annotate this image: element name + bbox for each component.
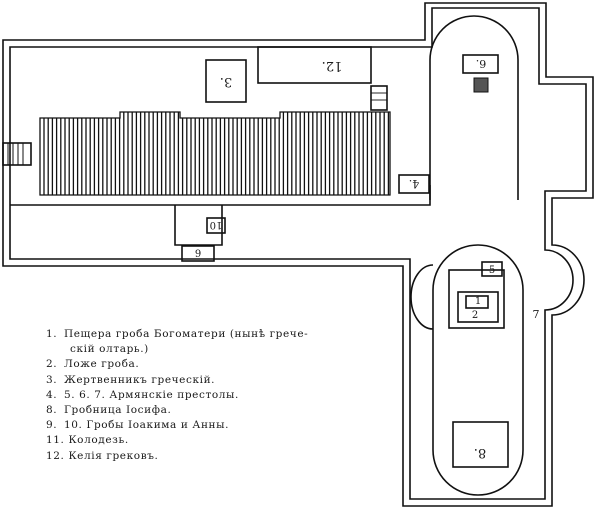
well-chamber-steps (371, 92, 387, 101)
legend-item: 12. Келія грековъ. (46, 449, 159, 462)
tomb-inner (457, 291, 499, 323)
legend-item: 9. 10. Гробы Іоакима и Анны. (46, 419, 230, 432)
stair-hatching (39, 111, 391, 196)
label-12: 12. (322, 58, 343, 73)
altar-5-box (481, 261, 503, 277)
legend-item: 3. Жертвенникъ греческій. (46, 373, 216, 386)
west-niche (410, 264, 434, 330)
label-4: 4. (409, 177, 420, 190)
altar-3-box (205, 59, 247, 103)
legend-item: 4. 5. 6. 7. Армянскіе престолы. (46, 388, 239, 401)
joseph-tomb (452, 421, 509, 468)
corridor-edge (10, 185, 431, 206)
label-6: 6. (476, 57, 487, 70)
inner-wall (9, 7, 587, 500)
label-5: 5 (489, 265, 495, 276)
label-8: 8. (474, 445, 486, 460)
altar-7-box (465, 295, 489, 309)
east-apse (429, 15, 519, 200)
entrance-stair-steps (7, 143, 24, 165)
altar-4-box (398, 174, 430, 194)
south-chamber (432, 244, 524, 496)
legend-item: 1. Пещера гроба Богоматери (нынѣ грече- (46, 328, 309, 340)
legend-item: скій олтарь.) (70, 343, 149, 356)
label-3: 3. (220, 74, 232, 89)
label-7: 7 (533, 308, 540, 321)
label-1: 1 (475, 296, 481, 307)
well-stipple (473, 77, 489, 93)
greek-cell (257, 46, 372, 84)
tomb-9 (181, 245, 215, 262)
legend: 1. Пещера гроба Богоматери (нынѣ грече- … (46, 327, 308, 464)
label-10: 10 (210, 219, 223, 230)
tomb-aedicule (448, 269, 505, 329)
label-9: 9 (195, 249, 201, 260)
legend-item: 8. Гробница Іосифа. (46, 404, 172, 417)
well-chamber (370, 85, 388, 111)
label-2: 2 (472, 310, 478, 321)
legend-item: 2. Ложе гроба. (46, 358, 140, 371)
legend-item: 11. Колодезь. (46, 434, 129, 447)
altar-6-box (462, 54, 499, 74)
entrance-stairs (2, 142, 32, 166)
tomb-10 (206, 217, 226, 234)
tombs-passage (174, 205, 223, 246)
